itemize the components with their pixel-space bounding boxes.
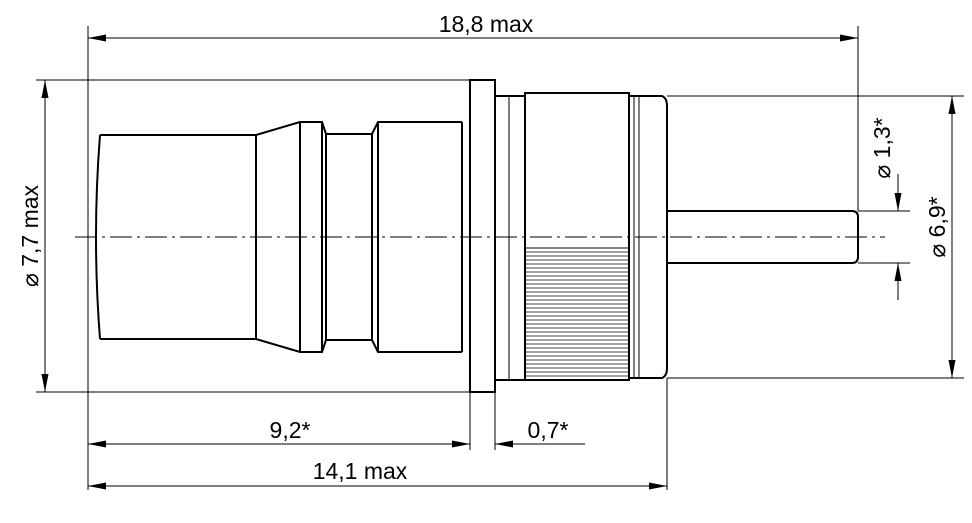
length-to-pin-dimension: 14,1 max xyxy=(88,458,667,490)
body-length-label: 9,2* xyxy=(270,417,311,443)
nut-diameter-dimension: ⌀ 6,9* xyxy=(924,96,956,378)
flange-thickness-label: 0,7* xyxy=(528,417,569,443)
length-to-pin-label: 14,1 max xyxy=(313,458,408,484)
overall-length-label: 18,8 max xyxy=(439,11,534,37)
pin-diameter-dimension: ⌀ 1,3* xyxy=(869,117,902,300)
flange xyxy=(469,79,496,393)
body-length-dimension: 9,2* xyxy=(88,417,470,448)
flange-thickness-dimension: 0,7* xyxy=(495,417,585,448)
collar xyxy=(494,95,526,381)
pin-diameter-label: ⌀ 1,3* xyxy=(869,117,895,178)
overall-length-dimension: 18,8 max xyxy=(88,11,858,42)
body-diameter-label: ⌀ 7,7 max xyxy=(17,184,43,287)
body-diameter-dimension: ⌀ 7,7 max xyxy=(17,80,49,392)
nut-diameter-label: ⌀ 6,9* xyxy=(924,196,950,257)
extension-lines xyxy=(36,26,964,490)
